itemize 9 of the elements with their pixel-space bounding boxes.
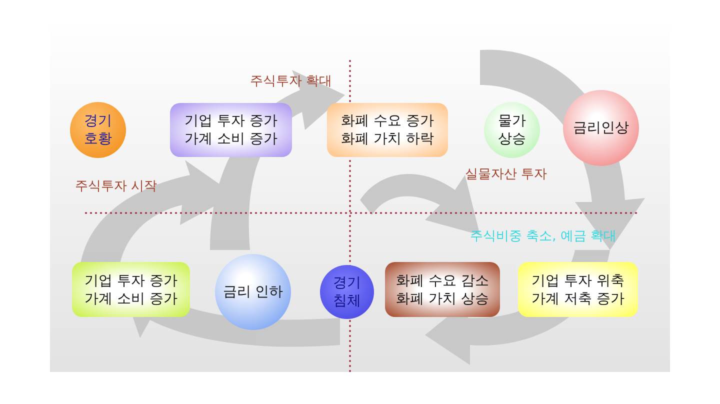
process-box: 기업 투자 증가 가계 소비 증가 bbox=[72, 262, 190, 317]
annotation-text: 주식비중 축소, 예금 확대 bbox=[470, 228, 617, 245]
annotation-text: 주식투자 확대 bbox=[250, 73, 332, 90]
annotation-text: 실물자산 투자 bbox=[465, 166, 548, 183]
annotation-text: 주식투자 시작 bbox=[75, 178, 158, 195]
process-box: 화폐 수요 감소 화폐 가치 상승 bbox=[385, 262, 500, 317]
process-box: 화폐 수요 증가 화폐 가치 하락 bbox=[327, 103, 448, 157]
process-box: 기업 투자 증가 가계 소비 증가 bbox=[170, 103, 292, 157]
process-box: 기업 투자 위축 가계 저축 증가 bbox=[518, 262, 638, 317]
